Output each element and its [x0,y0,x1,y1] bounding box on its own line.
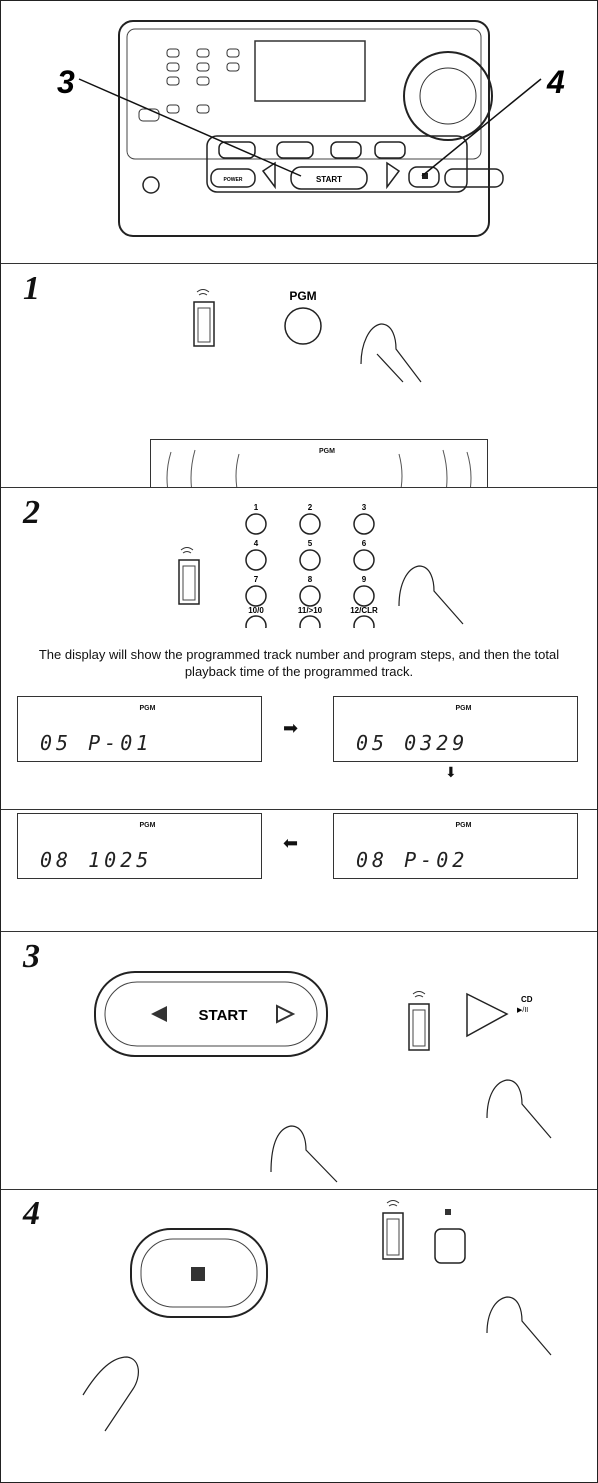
step-number: 3 [23,938,40,975]
start-button-label: START [199,1007,248,1024]
key-label: 7 [254,575,259,584]
pgm-indicator: PGM [139,822,156,829]
key-label: 3 [362,503,367,512]
stereo-unit-illustration: START POWER 3 4 [57,20,565,237]
device-overview-panel: START POWER 3 4 [1,1,597,264]
arrow-down-icon: ⬇ [445,764,457,780]
key-label: 2 [308,503,313,512]
finger-icon [486,1079,552,1139]
display-digits: 05 0329 [356,731,469,755]
arrow-right-icon: ➡ [283,718,299,738]
start-device-label: START [316,175,342,184]
remote-icon [408,991,430,1051]
pgm-indicator: PGM [139,705,156,712]
step-4-illustration [82,1200,552,1432]
finger-icon [270,1125,338,1183]
stop-button[interactable] [434,1228,466,1264]
display-digits: 08 P-02 [356,848,469,872]
step-number: 2 [23,494,40,531]
display-digits: 01-0000 [151,484,487,487]
display-digits: 08 1025 [40,848,153,872]
step-3-illustration: START CD ▶/II [94,971,552,1183]
step-3-panel: 3 START CD ▶/II [1,931,597,1190]
callout-4: 4 [546,64,565,100]
key-label: 12/CLR [350,606,378,615]
key-label: 1 [254,503,259,512]
step-2-panel: 2 1 2 3 4 5 6 7 8 9 [1,488,597,810]
key-label: 9 [362,575,367,584]
display-note: The display will show the programmed tra… [38,647,560,679]
key-label: 6 [362,539,367,548]
step-1-illustration: PGM [193,289,422,383]
finger-icon [398,565,464,625]
key-label: 5 [308,539,313,548]
pgm-button[interactable] [284,307,322,345]
finger-icon [360,323,422,383]
power-device-label: POWER [224,177,243,183]
step-number: 1 [23,270,40,307]
lcd-display: PGM 08 P-02 [333,813,578,879]
pgm-indicator: PGM [319,448,335,455]
stop-small-icon [445,1209,451,1215]
remote-icon [382,1200,404,1260]
pgm-button-label: PGM [289,289,316,303]
lcd-display: PGM 01-0000 [150,439,488,487]
arrow-left-icon: ⬅ [283,833,299,853]
key-label: 8 [308,575,313,584]
keypad-illustration: 1 2 3 4 5 6 7 8 9 10/0 11/>10 12/CLR [178,503,464,628]
step-number: 4 [23,1195,40,1232]
remote-icon [178,547,200,605]
key-label: 4 [254,539,259,548]
display-digits: 05 P-01 [40,731,153,755]
cd-label: CD [521,995,533,1004]
key-label: 11/>10 [298,606,323,615]
finger-icon [82,1356,139,1432]
cd-sub-label: ▶/II [517,1007,528,1014]
lcd-display: PGM 05 P-01 [17,696,262,762]
lcd-display: PGM 08 1025 [17,813,262,879]
next-arrow-icon [276,1004,296,1024]
prev-arrow-icon [151,1006,167,1022]
finger-icon [486,1296,552,1356]
remote-icon [193,289,215,347]
callout-3: 3 [57,64,75,100]
key-label: 10/0 [248,606,264,615]
lcd-display: PGM 05 0329 [333,696,578,762]
play-pause-button[interactable] [466,992,509,1038]
stop-icon [191,1267,205,1281]
step-1-panel: 1 PGM PGM 01-0000 [1,264,597,488]
step-4-panel: 4 [1,1189,597,1482]
pgm-indicator: PGM [455,822,472,829]
pgm-indicator: PGM [455,705,472,712]
